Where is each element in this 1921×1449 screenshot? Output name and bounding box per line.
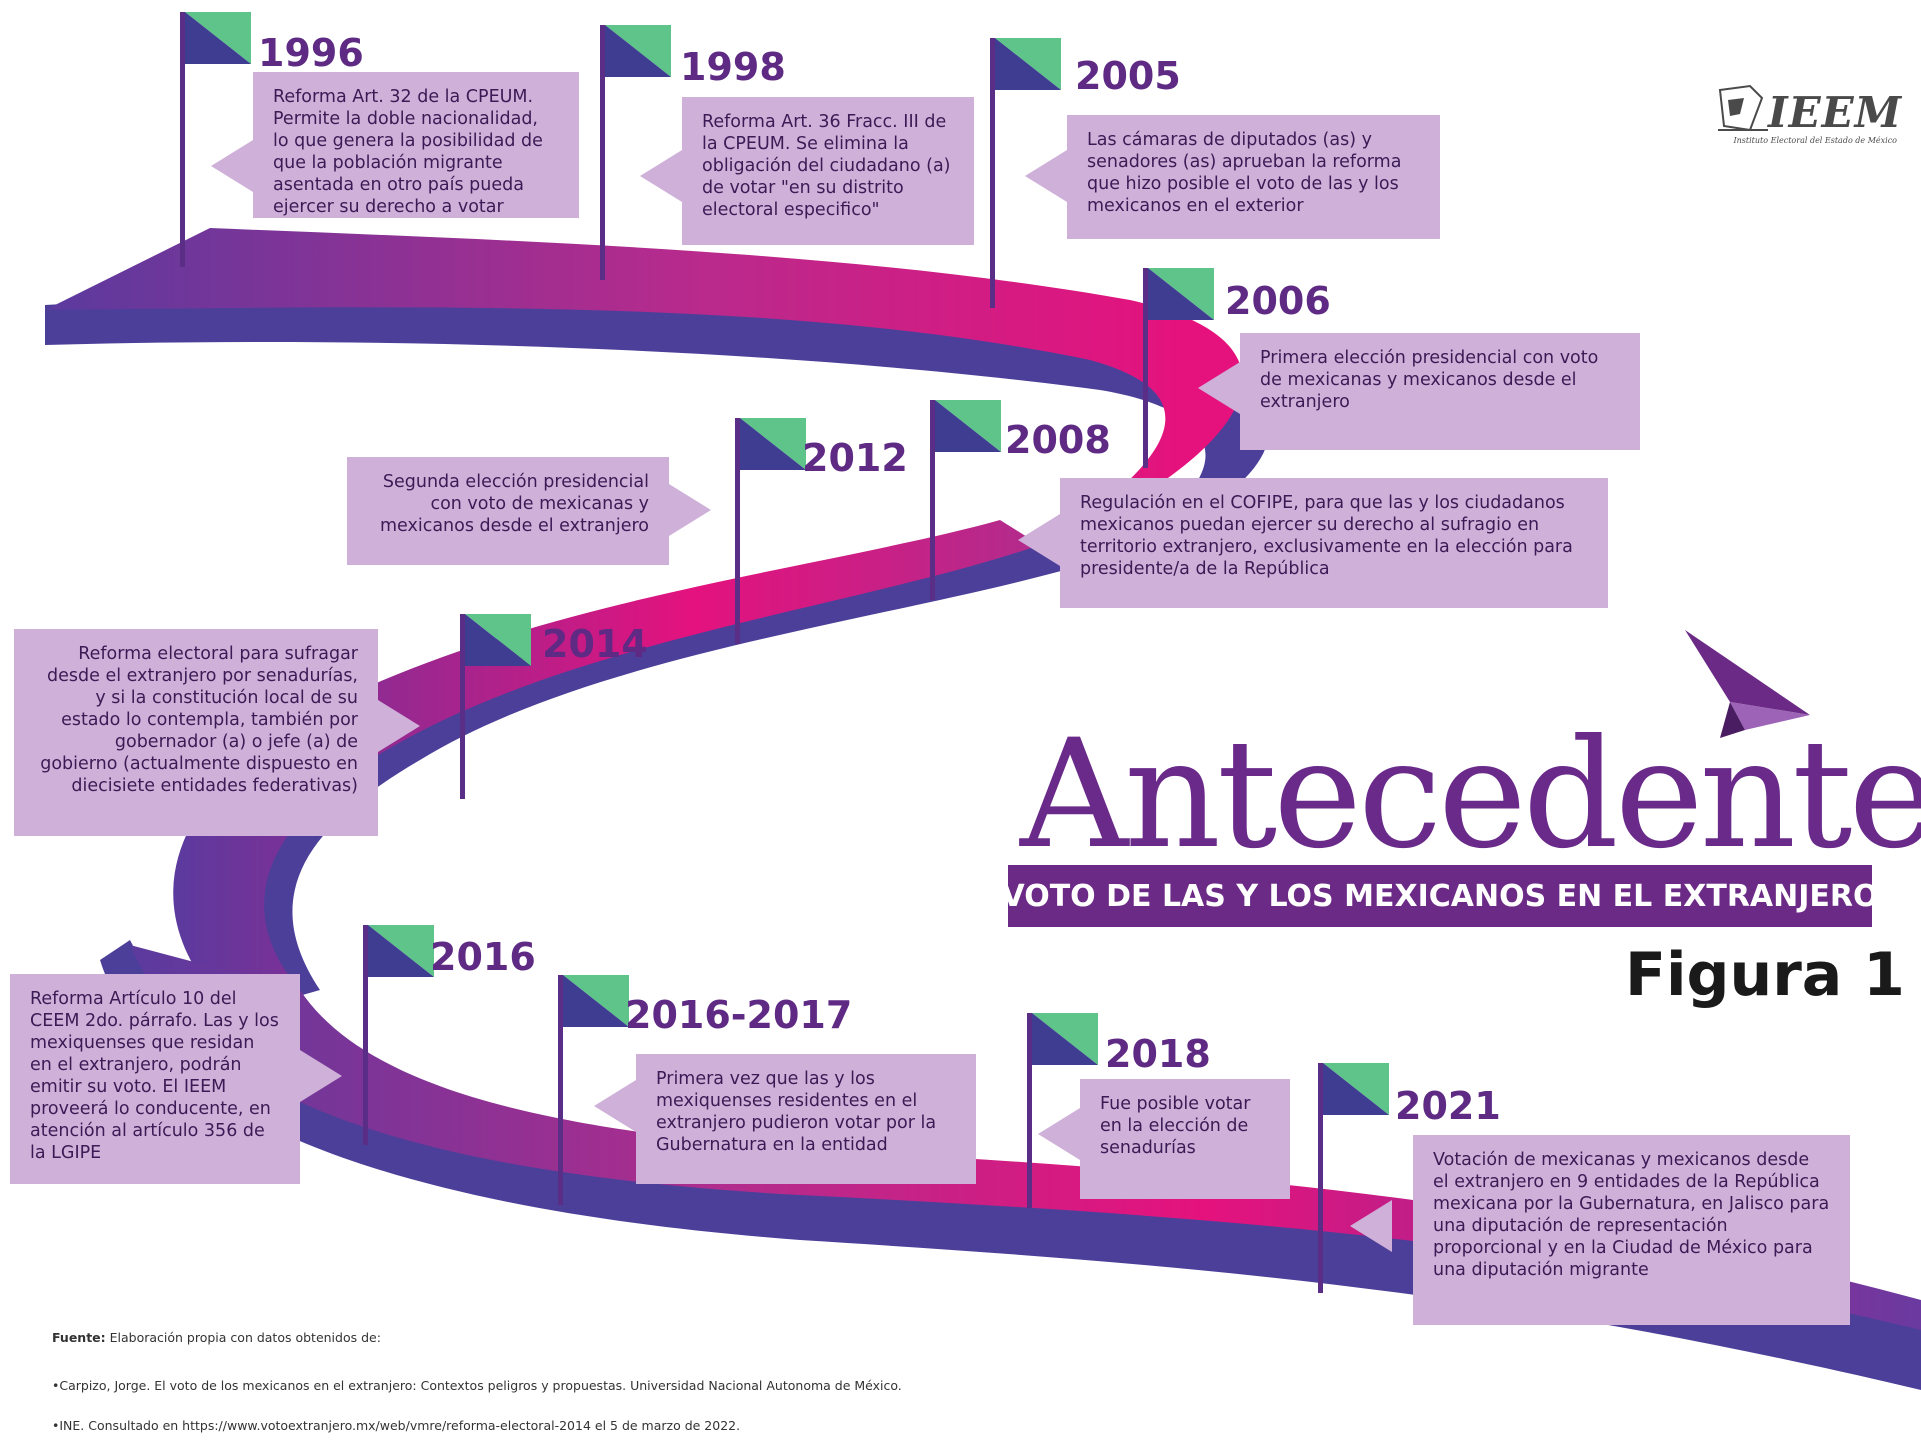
milestone-year: 2016-2017 <box>625 993 853 1037</box>
callout-pointer <box>1025 150 1067 202</box>
source-item: •Carpizo, Jorge. El voto de los mexicano… <box>52 1378 902 1393</box>
milestone-description: Reforma Art. 36 Fracc. III de la CPEUM. … <box>682 97 974 245</box>
callout-pointer <box>211 140 253 192</box>
milestone-description: Regulación en el COFIPE, para que las y … <box>1060 478 1608 608</box>
callout-pointer <box>669 484 711 536</box>
sources-label: Fuente: <box>52 1330 106 1345</box>
figure-label: Figura 1 <box>1625 940 1905 1010</box>
logo-text: IEEM <box>1768 88 1903 137</box>
milestone-description: Reforma electoral para sufragar desde el… <box>14 629 378 836</box>
milestone-description: Reforma Artículo 10 del CEEM 2do. párraf… <box>10 974 300 1184</box>
milestone-description: Primera elección presidencial con voto d… <box>1240 333 1640 450</box>
milestone-description: Primera vez que las y los mexiquenses re… <box>636 1054 976 1184</box>
callout-pointer <box>594 1080 636 1132</box>
ieem-logo: IEEM Instituto Electoral del Estado de M… <box>1710 80 1901 155</box>
milestone-year: 2012 <box>802 436 908 480</box>
milestone-year: 2018 <box>1105 1032 1211 1076</box>
milestone-year: 1998 <box>680 45 786 89</box>
logo-subtext: Instituto Electoral del Estado de México <box>1733 136 1897 145</box>
subtitle-bar: VOTO DE LAS Y LOS MEXICANOS EN EL EXTRAN… <box>1002 865 1879 927</box>
milestone-description: Segunda elección presidencial con voto d… <box>347 457 669 565</box>
callout-pointer <box>378 700 420 752</box>
milestone-year: 2014 <box>542 622 648 666</box>
page-title: Antecedentes <box>1020 708 1921 882</box>
callout-pointer <box>300 1050 342 1102</box>
road-upper-side <box>45 296 1270 560</box>
milestone-year: 2016 <box>430 935 536 979</box>
ballot-hand-icon <box>1718 84 1768 132</box>
source-item: •INE. Consultado en https://www.votoextr… <box>52 1418 741 1433</box>
milestone-description: Votación de mexicanas y mexicanos desde … <box>1413 1135 1850 1325</box>
sources-intro: Elaboración propia con datos obtenidos d… <box>105 1330 381 1345</box>
callout-pointer <box>1018 514 1060 566</box>
paper-plane-icon <box>1685 630 1810 738</box>
road-upper-top <box>45 228 1243 560</box>
milestone-description: Reforma Art. 32 de la CPEUM. Permite la … <box>253 72 579 218</box>
milestone-year: 2008 <box>1005 418 1111 462</box>
callout-pointer <box>1038 1108 1080 1160</box>
callout-pointer <box>1350 1200 1392 1252</box>
callout-pointer <box>1198 362 1240 414</box>
milestone-year: 2006 <box>1225 279 1331 323</box>
sources-heading: Fuente: Elaboración propia con datos obt… <box>52 1330 381 1345</box>
milestone-description: Las cámaras de diputados (as) y senadore… <box>1067 115 1440 239</box>
milestone-year: 2005 <box>1075 54 1181 98</box>
callout-pointer <box>640 150 682 202</box>
milestone-year: 2021 <box>1395 1084 1501 1128</box>
milestone-description: Fue posible votar en la elección de sena… <box>1080 1079 1290 1199</box>
milestone-year: 1996 <box>258 31 364 75</box>
